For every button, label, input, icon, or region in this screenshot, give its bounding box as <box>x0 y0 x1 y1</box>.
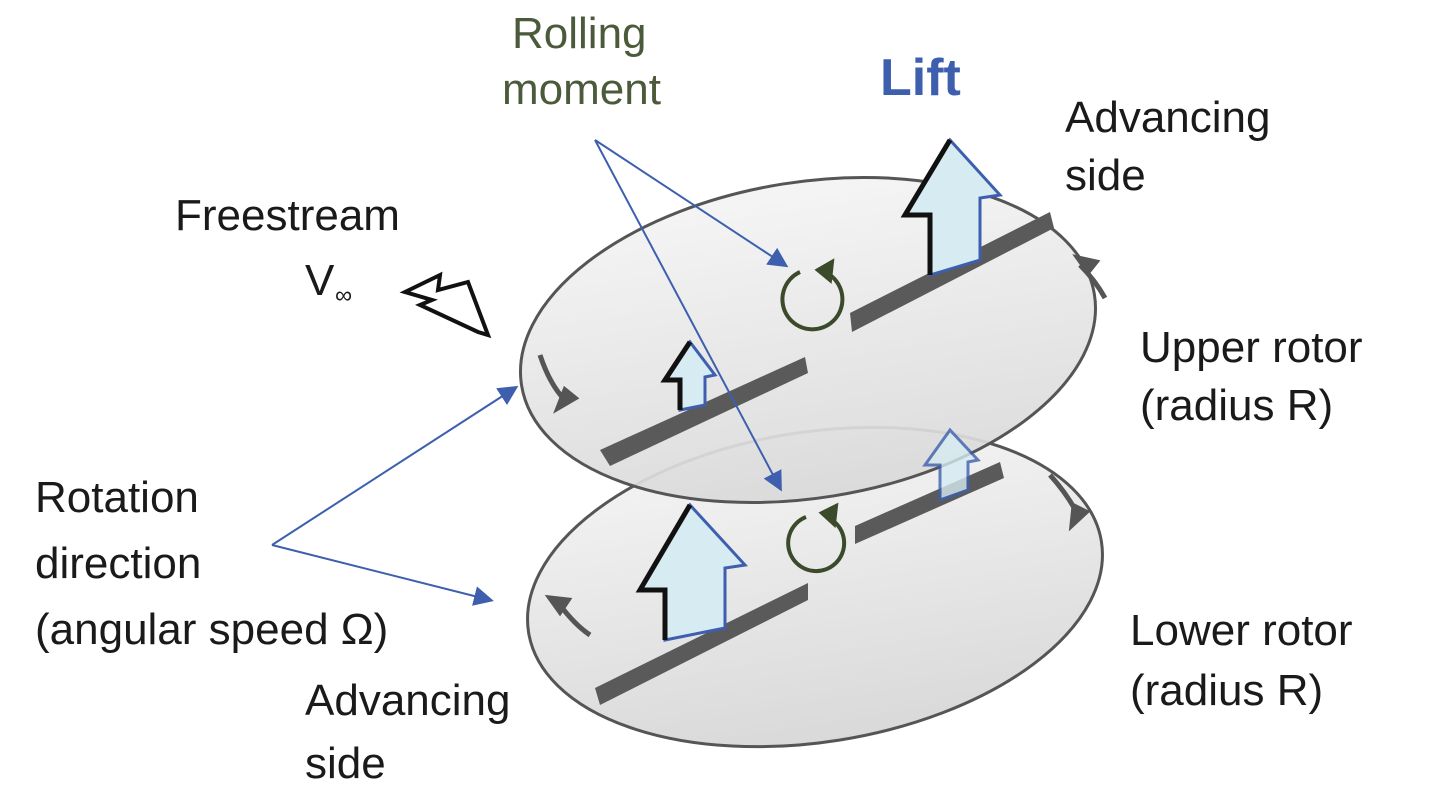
advancing-side-bottom-line2: side <box>305 739 386 788</box>
rolling-moment-label-line2: moment <box>502 65 661 114</box>
advancing-side-bottom-line1: Advancing <box>305 676 510 725</box>
rotation-label-line3: (angular speed Ω) <box>35 605 388 654</box>
freestream-symbol: V <box>305 256 335 305</box>
rolling-moment-lower-icon <box>786 502 847 574</box>
freestream-subscript: ∞ <box>335 282 352 309</box>
lower-rotor-label-line1: Lower rotor <box>1130 606 1353 655</box>
freestream-label-line1: Freestream <box>175 191 400 240</box>
rotation-label-line2: direction <box>35 539 201 588</box>
upper-rotor-blade <box>600 212 1054 466</box>
freestream-arrow <box>399 271 492 339</box>
upper-rotor-label-line2: (radius R) <box>1140 381 1333 430</box>
lift-arrow-lower-small <box>922 427 981 503</box>
lift-arrow-lower-large <box>635 502 749 642</box>
lower-rotor-label-line2: (radius R) <box>1130 666 1323 715</box>
lift-label: Lift <box>880 49 961 107</box>
rotation-label-line1: Rotation <box>35 473 199 522</box>
rolling-moment-label-line1: Rolling <box>512 9 647 58</box>
advancing-side-top-line2: side <box>1065 151 1146 200</box>
rolling-moment-upper-icon <box>780 258 845 332</box>
rotation-arrows-lower <box>544 473 1091 638</box>
lift-arrow-upper-small <box>660 339 718 412</box>
lift-arrow-upper-large <box>900 137 1003 278</box>
rotation-arrows-upper <box>537 254 1108 414</box>
upper-rotor-label-line1: Upper rotor <box>1140 323 1363 372</box>
advancing-side-top-line1: Advancing <box>1065 93 1270 142</box>
annotation-lines <box>271 139 789 606</box>
